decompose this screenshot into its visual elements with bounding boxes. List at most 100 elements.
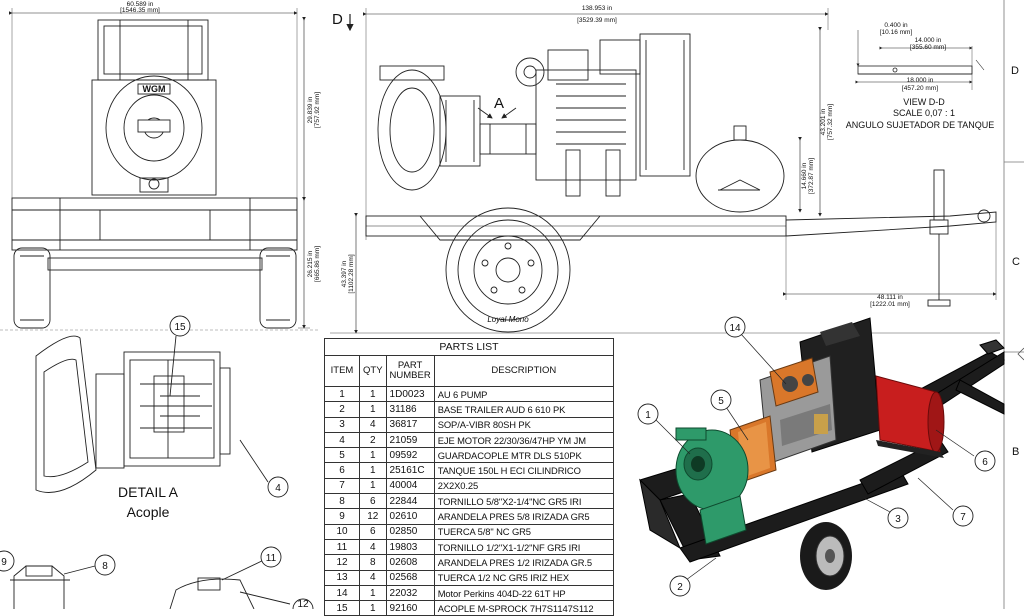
cell-description: TUERCA 5/8" NC GR5 <box>433 523 615 540</box>
iso-callout-6-bubble <box>974 450 996 472</box>
cell-part-number: 92160 <box>385 600 435 616</box>
cell-qty: 4 <box>359 569 387 586</box>
cell-item: 15 <box>324 600 360 616</box>
cell-description: EJE MOTOR 22/30/36/47HP YM JM <box>433 431 615 449</box>
cell-description: ARANDELA PRES 1/2 IRIZADA GR.5 <box>433 554 615 571</box>
cell-part-number: 22844 <box>385 493 435 510</box>
cell-item: 13 <box>324 569 360 586</box>
cell-description: TUERCA 1/2 NC GR5 IRIZ HEX <box>433 569 615 586</box>
cell-description: TANQUE 150L H ECI CILINDRICO <box>433 462 615 479</box>
tongue-dim-mm: [1222.01 mm] <box>870 301 910 308</box>
cell-qty: 4 <box>359 416 387 433</box>
bottom-callout-11: 11 <box>266 553 277 564</box>
cell-item: 11 <box>324 538 360 556</box>
cell-qty: 1 <box>359 477 387 495</box>
cell-qty: 1 <box>359 385 387 403</box>
detail-callout-15: 15 <box>174 322 186 333</box>
cell-item: 12 <box>324 554 360 571</box>
detail-a-subtitle: Acople <box>127 504 170 520</box>
cell-qty: 4 <box>359 538 387 556</box>
cell-item: 10 <box>324 523 360 540</box>
cell-part-number: 22032 <box>385 584 435 602</box>
iso-callout-3-bubble <box>887 507 909 529</box>
bottom-callout-8: 8 <box>102 561 108 572</box>
iso-callout-7: 7 <box>960 512 966 523</box>
view-dd-dim3: 18.000 in <box>907 77 934 84</box>
cell-part-number: 36817 <box>385 416 435 433</box>
iso-wheel <box>800 522 852 590</box>
view-dd-dim1-mm: [10.16 mm] <box>880 29 913 36</box>
side-total-height-dim-mm: [1102.28 mm] <box>348 254 355 293</box>
front-height-upper-dim-mm: [757.92 mm] <box>314 92 321 128</box>
cell-qty: 8 <box>359 554 387 571</box>
detail-callout-4: 4 <box>275 483 281 494</box>
cell-description: 2X2X0.25 <box>433 477 615 495</box>
front-height-lower-dim-mm: [665.86 mm] <box>314 246 321 282</box>
iso-callout-7-bubble <box>952 505 974 527</box>
detail-a-title: DETAIL A <box>118 484 179 500</box>
tank-height-dim-mm: [372.87 mm] <box>808 158 815 194</box>
cell-part-number: 25161C <box>385 462 435 479</box>
cell-part-number: 02850 <box>385 523 435 540</box>
detail-marker-a: A <box>494 95 504 112</box>
front-height-lower-dim: 26.215 in <box>307 250 314 277</box>
cell-qty: 1 <box>359 401 387 418</box>
bottom-callout-12-bubble <box>292 598 314 609</box>
cell-part-number: 31186 <box>385 401 435 418</box>
iso-callout-5: 5 <box>718 396 724 407</box>
iso-leaders <box>655 333 975 581</box>
detail-callout-15-bubble <box>169 315 191 337</box>
iso-tank <box>875 375 945 458</box>
cell-item: 3 <box>324 416 360 433</box>
cell-part-number: 21059 <box>385 431 435 449</box>
iso-callout-1: 1 <box>645 410 651 421</box>
iso-engine <box>759 317 881 465</box>
bottom-callout-12: 12 <box>297 599 309 609</box>
cell-item: 2 <box>324 401 360 418</box>
view-dd-dim2-mm: [355.60 mm] <box>910 44 946 51</box>
bottom-callout-11-bubble <box>260 546 282 568</box>
iso-callout-5-bubble <box>710 389 732 411</box>
parts-list-title: PARTS LIST <box>324 338 614 356</box>
detail-a-view <box>35 335 269 493</box>
view-dd-dim2: 14.000 in <box>915 37 942 44</box>
bottom-callout-9: 9 <box>1 557 7 568</box>
view-dd-caption: ANGULO SUJETADOR DE TANQUE <box>846 120 995 130</box>
cell-part-number: 02610 <box>385 508 435 525</box>
zone-label-d: D <box>1011 65 1019 77</box>
cell-part-number: 19803 <box>385 538 435 556</box>
front-height-upper-dim: 29.839 in <box>307 96 314 123</box>
cell-qty: 1 <box>359 462 387 479</box>
col-header-item: ITEM <box>324 355 360 387</box>
cell-qty: 6 <box>359 523 387 540</box>
zone-label-c: C <box>1012 256 1020 268</box>
tire-sidewall-text: Loyal Mono <box>487 315 529 324</box>
bottom-callout-9-bubble <box>0 550 15 572</box>
front-brand-badge: WGM <box>143 84 166 94</box>
cell-description: AU 6 PUMP <box>433 385 615 403</box>
iso-callout-14-bubble <box>724 316 746 338</box>
cell-part-number: 02568 <box>385 569 435 586</box>
cell-item: 9 <box>324 508 360 525</box>
cell-item: 7 <box>324 477 360 495</box>
cell-item: 1 <box>324 385 360 403</box>
iso-callout-2-bubble <box>669 575 691 597</box>
cell-part-number: 1D0023 <box>385 385 435 403</box>
iso-callout-1-bubble <box>637 403 659 425</box>
side-view <box>330 8 1000 334</box>
iso-callouts: 14 1 5 6 3 7 2 <box>637 316 996 597</box>
view-dd-title: VIEW D-D <box>903 97 945 107</box>
cell-description: Motor Perkins 404D-22 61T HP <box>433 584 615 602</box>
cell-qty: 2 <box>359 431 387 449</box>
cell-item: 6 <box>324 462 360 479</box>
cell-item: 14 <box>324 584 360 602</box>
